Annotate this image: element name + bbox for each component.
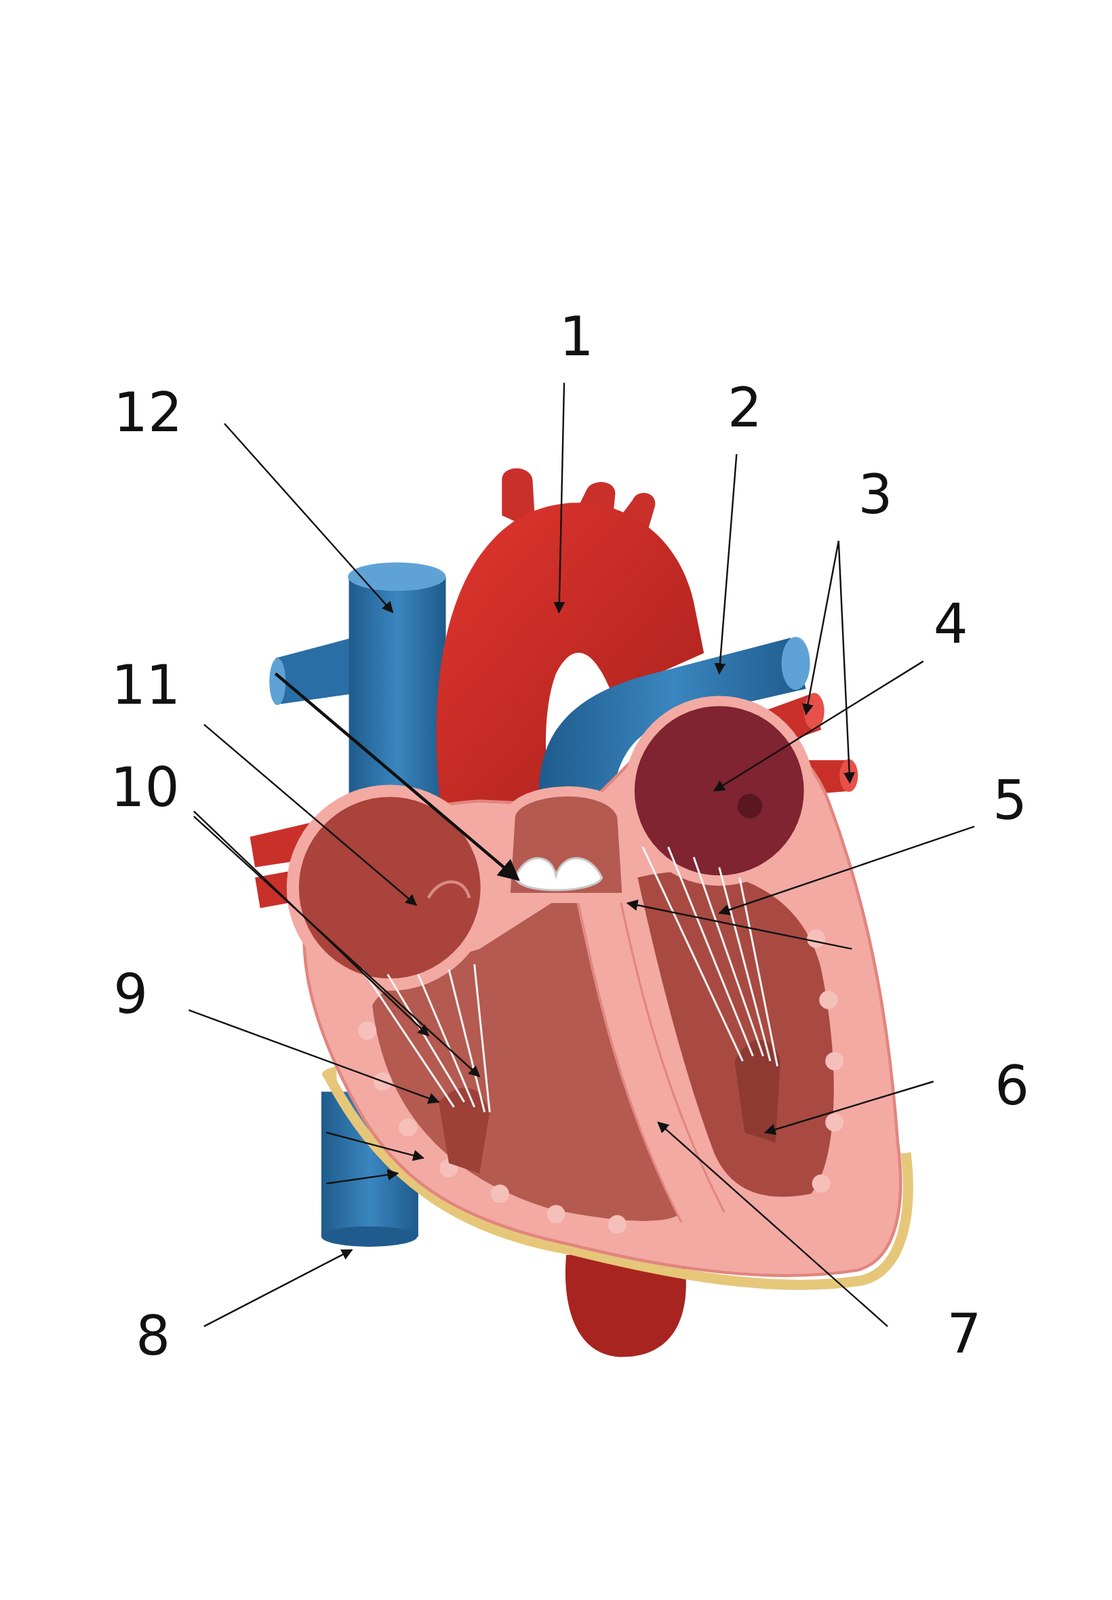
callout-number: 8 [135,1309,171,1364]
leader-line [713,661,923,791]
atrium-detail [428,882,470,899]
vessel-opening [781,636,811,690]
callout-number: 11 [111,658,181,713]
vessel-opening [737,793,763,819]
chordae-tendineae [362,846,778,1112]
leader-line [627,903,852,950]
heart-body [292,701,908,1285]
leader-line [719,826,975,914]
pulmonary-valve [515,858,603,891]
leader-line [806,541,839,715]
callout-number: 5 [992,773,1028,828]
callout-number: 6 [994,1059,1030,1114]
callout-number: 1 [559,309,594,365]
leader-line [559,383,565,613]
left-atrium [629,701,809,881]
leader-line [275,673,519,880]
callout-number: 3 [857,467,893,523]
leader-line [719,454,738,674]
callout-number: 2 [727,381,763,436]
callout-number: 9 [113,967,148,1022]
leader-line [224,423,393,613]
leader-lines [188,383,975,1327]
leader-line [326,1132,424,1159]
vessel-opening [347,562,446,591]
leader-line [764,1081,933,1133]
leader-line [193,816,480,1077]
leader-line [204,724,417,906]
pulmonary-root [505,791,628,898]
leader-line [657,1122,888,1327]
leader-line [204,1250,352,1327]
right-atrium [292,790,487,985]
callout-number: 4 [933,597,969,652]
vessel-opening [321,1226,417,1247]
callout-number: 12 [113,385,183,441]
callout-number: 7 [946,1307,982,1362]
epicardial-fat [322,1066,337,1085]
papillary-muscle [734,1040,781,1143]
leader-line [326,1173,398,1184]
leader-line [838,541,851,784]
leader-line [188,1010,439,1102]
vena-cava-branch [275,638,352,705]
callout-number: 10 [110,760,180,816]
